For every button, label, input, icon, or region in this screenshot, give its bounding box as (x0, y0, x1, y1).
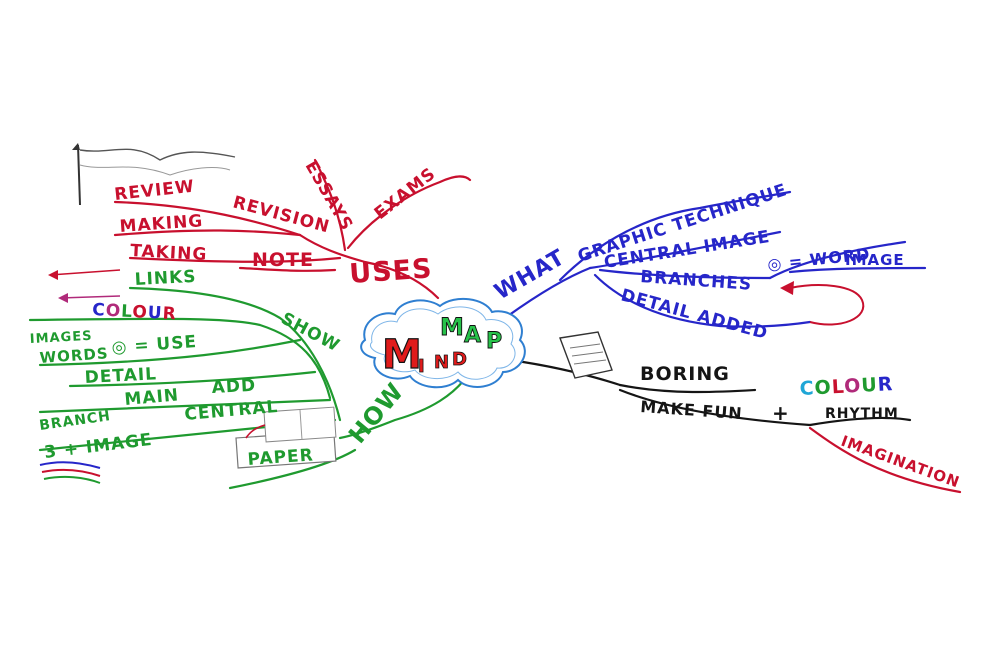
colour-lines-icon (39, 461, 101, 484)
why-branch (508, 331, 962, 494)
why-item-colour: COLOUR (799, 373, 894, 400)
uses-item-note: NOTE (252, 249, 314, 271)
center-letter-d: D (452, 349, 468, 370)
how-item-images: IMAGES (29, 329, 92, 347)
center-letter-n: N (434, 352, 450, 373)
what-item-branches: BRANCHES (640, 267, 753, 295)
why-item-plus: + (772, 401, 790, 425)
how-item-use: ◎ = USE (111, 332, 198, 358)
links-arrow-icon (48, 269, 121, 303)
paper-icon (235, 406, 337, 469)
how-item-add: ADD (211, 376, 256, 398)
why-labels: BORING MAKE FUN + COLOUR RHYTHM IMAGINAT… (640, 363, 963, 492)
center-letter-i: I (418, 356, 426, 377)
how-item-colour: COLOUR (92, 300, 177, 324)
uses-item-making: MAKING (119, 211, 204, 237)
why-item-rhythm: RHYTHM (825, 406, 899, 422)
how-item-detail: DETAIL (84, 364, 157, 388)
why-item-make-fun: MAKE FUN (640, 397, 744, 423)
how-item-links: LINKS (134, 267, 197, 290)
center-letter-m2: M (440, 313, 465, 341)
how-item-words: WORDS (39, 344, 109, 367)
flag-icon (72, 143, 236, 206)
document-icon (559, 331, 613, 379)
central-image: M I N D M A P (360, 297, 526, 389)
why-item-imagination: IMAGINATION (839, 432, 963, 492)
why-item-boring: BORING (640, 363, 730, 385)
how-item-paper: PAPER (247, 445, 314, 470)
how-item-3-image: 3 + IMAGE (43, 430, 154, 463)
what-branch (503, 190, 927, 328)
what-labels: WHAT GRAPHIC TECHNIQUE CENTRAL IMAGE BRA… (491, 180, 905, 344)
center-letter-p: P (486, 329, 503, 354)
center-letter-a: A (464, 323, 482, 348)
how-branch (28, 269, 472, 490)
what-item-image: IMAGE (845, 251, 905, 269)
what-label: WHAT (491, 245, 570, 305)
how-item-main: MAIN (124, 385, 180, 410)
how-label: HOW (343, 377, 409, 449)
center-letter-m: M (382, 332, 423, 378)
uses-branch (72, 143, 472, 300)
uses-item-review: REVIEW (113, 177, 195, 205)
uses-item-taking: TAKING (130, 241, 208, 265)
uses-label: USES (348, 253, 433, 290)
uses-item-exams: EXAMS (371, 164, 440, 224)
arrow-head-icon (780, 281, 794, 295)
